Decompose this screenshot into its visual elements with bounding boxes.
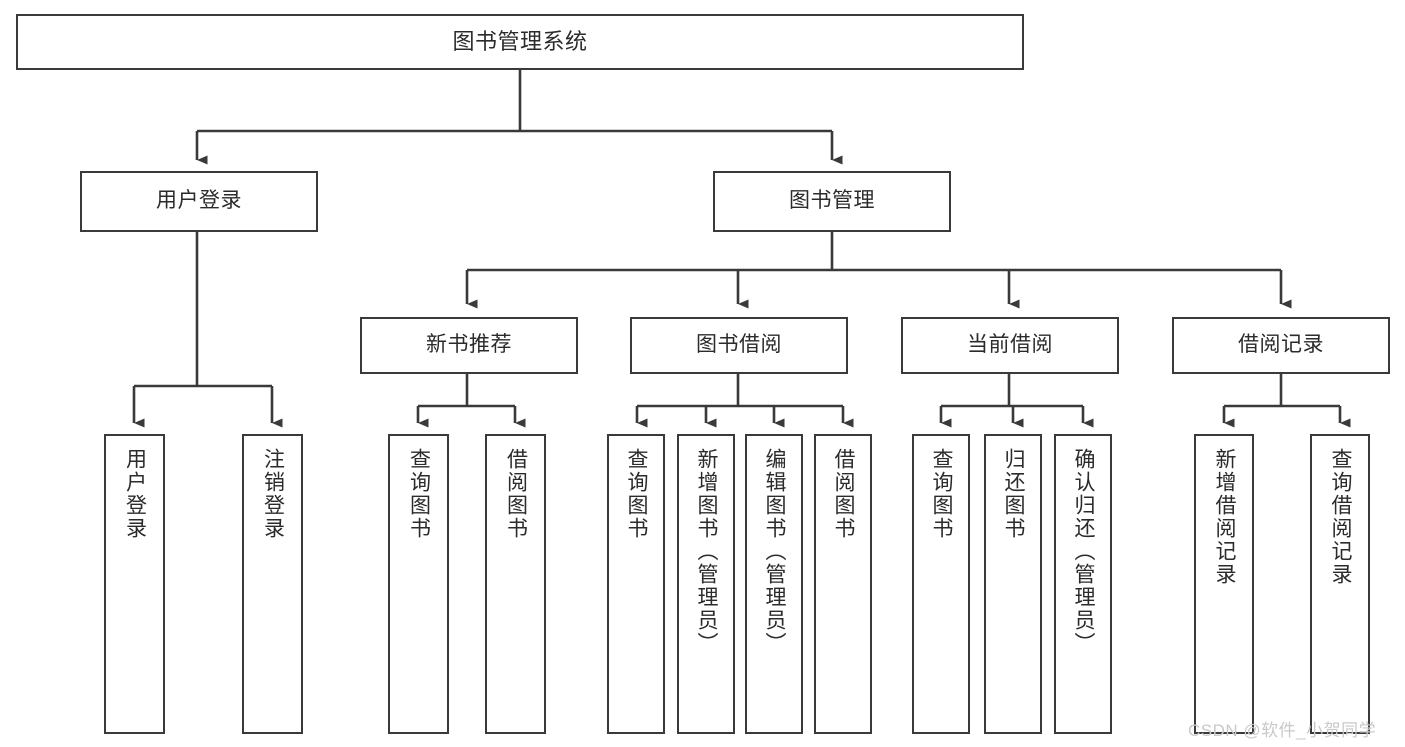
node-label: 查询借阅记录 — [1329, 448, 1353, 586]
node-leaf-add-book[interactable]: 新增图书（管理员） — [677, 434, 735, 734]
node-label: 查询图书 — [625, 448, 649, 540]
node-leaf-edit-book[interactable]: 编辑图书（管理员） — [745, 434, 803, 734]
node-leaf-query-book-2[interactable]: 查询图书 — [607, 434, 665, 734]
node-label: 借阅记录 — [1238, 333, 1324, 357]
node-label: 当前借阅 — [967, 333, 1053, 357]
node-label: 确认归还（管理员） — [1072, 448, 1096, 655]
node-book-management[interactable]: 图书管理 — [713, 171, 951, 232]
node-leaf-borrow-book-1[interactable]: 借阅图书 — [485, 434, 546, 734]
node-label: 新增图书（管理员） — [695, 448, 719, 655]
node-label: 图书管理系统 — [452, 29, 588, 55]
node-label: 图书借阅 — [696, 333, 782, 357]
node-label: 借阅图书 — [504, 448, 528, 540]
node-label: 图书管理 — [789, 189, 875, 213]
node-root-book-management-system[interactable]: 图书管理系统 — [16, 14, 1024, 70]
node-leaf-logout-login[interactable]: 注销登录 — [242, 434, 303, 734]
node-borrow-record[interactable]: 借阅记录 — [1172, 317, 1390, 374]
node-leaf-query-book-1[interactable]: 查询图书 — [388, 434, 449, 734]
node-leaf-query-borrow-record[interactable]: 查询借阅记录 — [1310, 434, 1370, 734]
node-new-book-recommend[interactable]: 新书推荐 — [360, 317, 578, 374]
node-leaf-add-borrow-record[interactable]: 新增借阅记录 — [1194, 434, 1254, 734]
node-current-borrow[interactable]: 当前借阅 — [901, 317, 1119, 374]
node-label: 新书推荐 — [426, 333, 512, 357]
node-leaf-confirm-return[interactable]: 确认归还（管理员） — [1054, 434, 1112, 734]
node-label: 用户登录 — [156, 189, 242, 213]
node-label: 编辑图书（管理员） — [763, 448, 787, 655]
node-label: 归还图书 — [1002, 448, 1026, 540]
node-label: 借阅图书 — [832, 448, 856, 540]
node-leaf-return-book[interactable]: 归还图书 — [984, 434, 1042, 734]
node-user-login[interactable]: 用户登录 — [80, 171, 318, 232]
node-label: 查询图书 — [407, 448, 431, 540]
node-leaf-query-book-3[interactable]: 查询图书 — [912, 434, 970, 734]
node-label: 注销登录 — [261, 448, 285, 540]
node-leaf-user-login[interactable]: 用户登录 — [104, 434, 165, 734]
node-label: 查询图书 — [930, 448, 954, 540]
node-label: 新增借阅记录 — [1213, 448, 1237, 586]
node-book-borrow[interactable]: 图书借阅 — [630, 317, 848, 374]
node-leaf-borrow-book-2[interactable]: 借阅图书 — [814, 434, 872, 734]
node-label: 用户登录 — [123, 448, 147, 540]
